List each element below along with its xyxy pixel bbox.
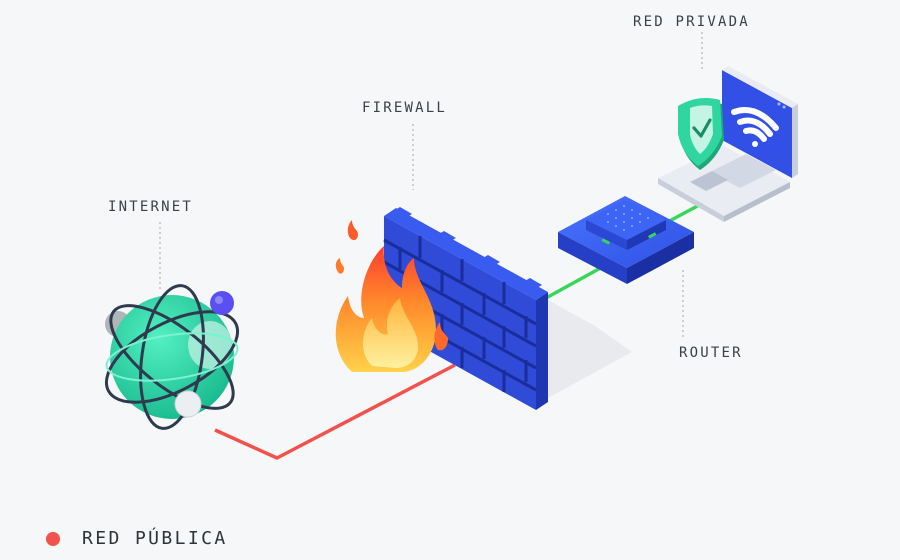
shield-check-icon bbox=[678, 98, 724, 170]
public-link-line bbox=[214, 363, 456, 460]
legend-dot bbox=[46, 531, 60, 546]
wall-shadow bbox=[548, 300, 632, 398]
private-network-label: RED PRIVADA bbox=[633, 14, 750, 30]
flame-icon bbox=[335, 220, 448, 372]
router-label: ROUTER bbox=[679, 345, 743, 361]
globe-icon bbox=[104, 284, 240, 430]
legend: RED PÚBLICA bbox=[46, 528, 228, 549]
wifi-icon bbox=[731, 107, 779, 147]
legend-public-network-label: RED PÚBLICA bbox=[82, 528, 228, 549]
private-link-wall-router bbox=[545, 263, 607, 300]
router-icon bbox=[558, 196, 694, 284]
laptop-icon bbox=[658, 66, 798, 222]
internet-label: INTERNET bbox=[108, 199, 194, 215]
brick-wall-icon bbox=[383, 207, 548, 410]
firewall-label: FIREWALL bbox=[362, 100, 448, 116]
